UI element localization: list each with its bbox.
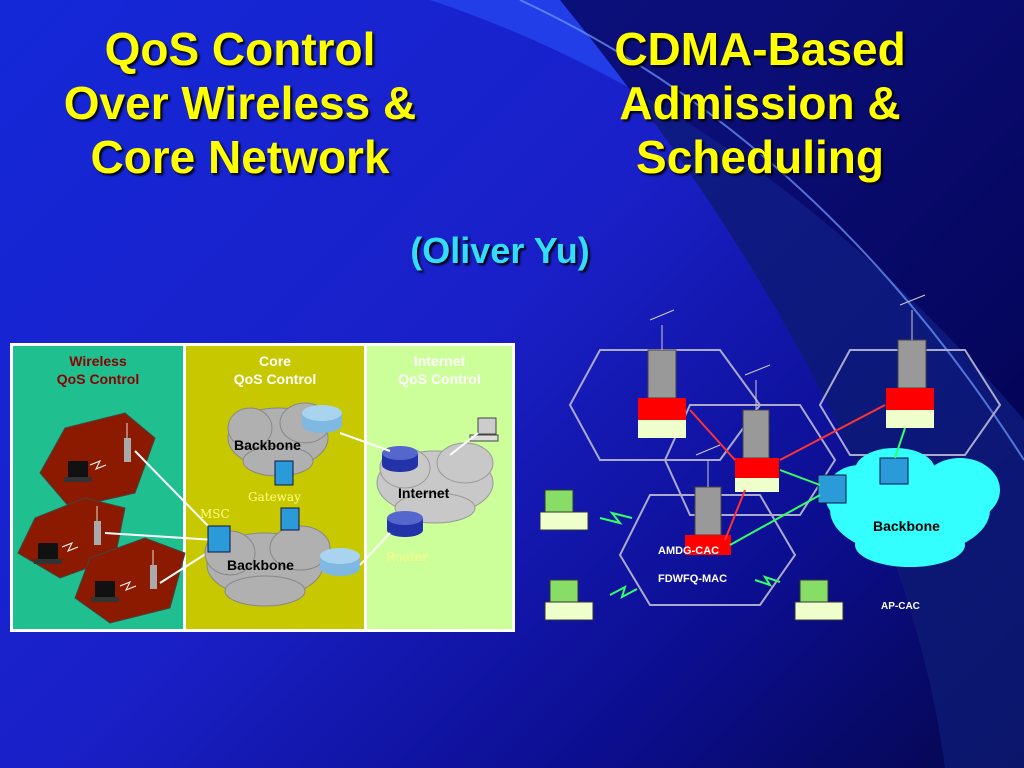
server-tower-icon xyxy=(735,364,779,492)
msc-label: MSC xyxy=(200,507,230,521)
workstation-icon xyxy=(469,417,499,442)
antenna-icon xyxy=(94,506,101,545)
hex-cell xyxy=(818,349,1002,456)
internet-cloud-label: Internet xyxy=(398,485,450,501)
laptop-icon xyxy=(34,543,62,564)
hex-cell xyxy=(618,494,797,606)
core-section-label: Core QoS Control xyxy=(186,352,364,388)
wireless-label: Wireless xyxy=(69,353,127,369)
fdwfq-mac-label: FDWFQ-MAC xyxy=(658,573,728,585)
workstation-icon xyxy=(794,579,844,621)
title-left: QoS Control Over Wireless & Core Network xyxy=(0,22,480,184)
cloud-icon xyxy=(825,448,1000,567)
laptop-icon xyxy=(64,461,92,482)
backbone-top-label: Backbone xyxy=(234,437,301,453)
router-icon xyxy=(387,511,423,537)
title-left-line-1: QoS Control xyxy=(104,23,376,75)
backbone-bottom-label: Backbone xyxy=(227,557,294,573)
title-right: CDMA-Based Admission & Scheduling xyxy=(520,22,1000,184)
core-label: Core xyxy=(259,353,291,369)
gateway-label: Gateway xyxy=(248,490,301,504)
antenna-icon xyxy=(124,423,131,462)
switch-icon xyxy=(207,525,231,553)
switch-icon xyxy=(817,474,847,504)
router-label: Router xyxy=(386,550,428,564)
left-diagram: Wireless QoS Control Core QoS Control In… xyxy=(10,343,515,632)
switch-icon xyxy=(280,507,300,531)
title-right-line-1: CDMA-Based xyxy=(614,23,906,75)
left-diagram-graphics xyxy=(17,402,499,624)
server-tower-icon xyxy=(685,444,731,555)
author-name: (Oliver Yu) xyxy=(410,230,590,271)
internet-section-label: Internet QoS Control xyxy=(367,352,512,388)
wireless-section-label: Wireless QoS Control xyxy=(13,352,183,388)
link-arrow xyxy=(724,489,746,541)
router-icon xyxy=(320,548,360,576)
internet-qos-label: QoS Control xyxy=(398,371,481,387)
router-icon xyxy=(302,405,342,433)
switch-icon xyxy=(274,460,294,486)
antenna-icon xyxy=(150,550,157,589)
hex-cell xyxy=(663,404,837,516)
ap-cac-label: AP-CAC xyxy=(881,601,920,612)
router-icon xyxy=(382,446,418,472)
title-left-line-3: Core Network xyxy=(90,131,390,183)
server-tower-icon xyxy=(638,309,686,438)
right-diagram xyxy=(540,294,1002,621)
title-right-line-2: Admission & xyxy=(619,77,901,129)
core-qos-label: QoS Control xyxy=(233,371,317,387)
link-arrow xyxy=(779,404,886,461)
wireless-cell-1 xyxy=(39,412,156,509)
workstation-icon xyxy=(544,579,594,621)
link-arrow xyxy=(689,409,736,461)
title-right-line-3: Scheduling xyxy=(636,131,884,183)
amdg-cac-label: AMDG-CAC xyxy=(658,545,720,557)
server-tower-icon xyxy=(886,294,934,428)
wireless-qos-label: QoS Control xyxy=(56,371,140,387)
internet-label: Internet xyxy=(413,353,466,369)
title-left-line-2: Over Wireless & xyxy=(63,77,417,129)
switch-icon xyxy=(879,457,909,485)
backbone-right-label: Backbone xyxy=(873,518,940,534)
workstation-icon xyxy=(540,489,589,531)
laptop-icon xyxy=(91,581,119,602)
hex-cell xyxy=(568,349,762,461)
